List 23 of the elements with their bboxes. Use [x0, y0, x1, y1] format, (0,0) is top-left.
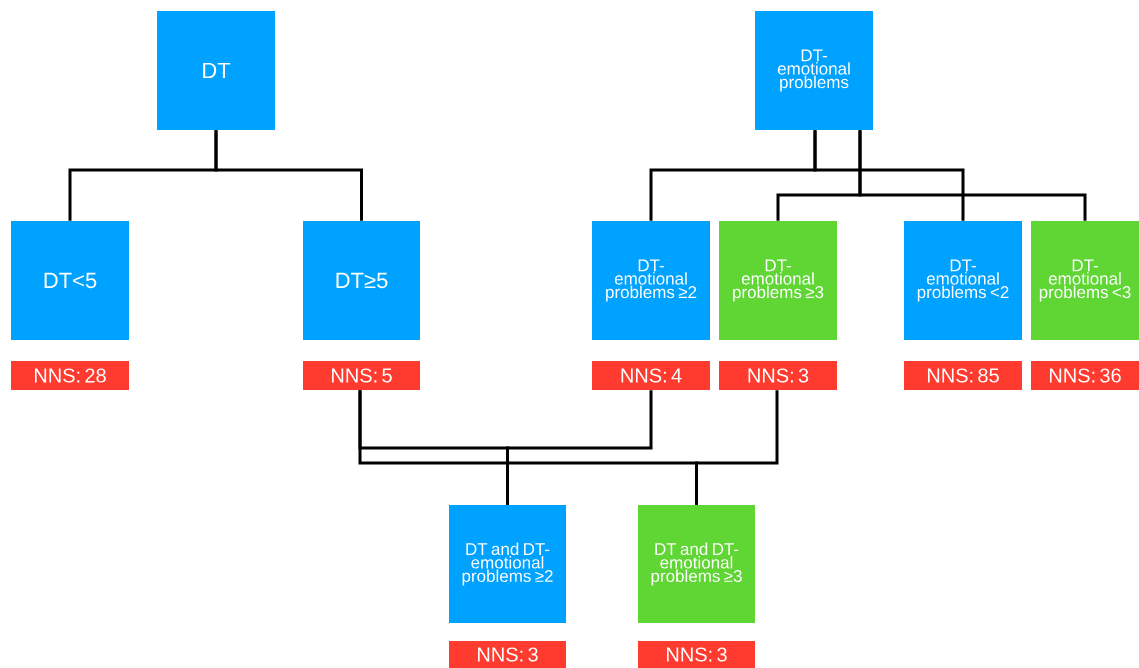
process-box: DT<5 — [11, 221, 129, 340]
nns-box: NNS: 3 — [449, 641, 566, 668]
nns-box: NNS: 28 — [11, 361, 129, 390]
nns-box: NNS: 3 — [719, 361, 837, 390]
nns-box: NNS: 5 — [303, 361, 420, 390]
process-box: DT- emotional problems ≥2 — [592, 221, 710, 340]
nns-box: NNS: 36 — [1031, 361, 1139, 390]
connector-line — [813, 130, 965, 221]
process-box: DT- emotional problems <3 — [1031, 221, 1139, 340]
process-box: DT and DT- emotional problems ≥2 — [449, 505, 566, 623]
connector-line — [506, 390, 653, 505]
process-box: DT — [157, 11, 275, 130]
connector-line — [214, 130, 363, 221]
nns-box: NNS: 3 — [638, 641, 755, 668]
nns-box: NNS: 4 — [592, 361, 710, 390]
process-box: DT- emotional problems <2 — [904, 221, 1022, 340]
nns-box: NNS: 85 — [904, 361, 1022, 390]
process-box: DT≥5 — [303, 221, 420, 340]
process-box: DT- emotional problems ≥3 — [719, 221, 837, 340]
connector-line — [858, 130, 1087, 221]
process-box: DT- emotional problems — [755, 11, 873, 130]
connector-line — [695, 390, 779, 505]
process-box: DT and DT- emotional problems ≥3 — [638, 505, 755, 623]
